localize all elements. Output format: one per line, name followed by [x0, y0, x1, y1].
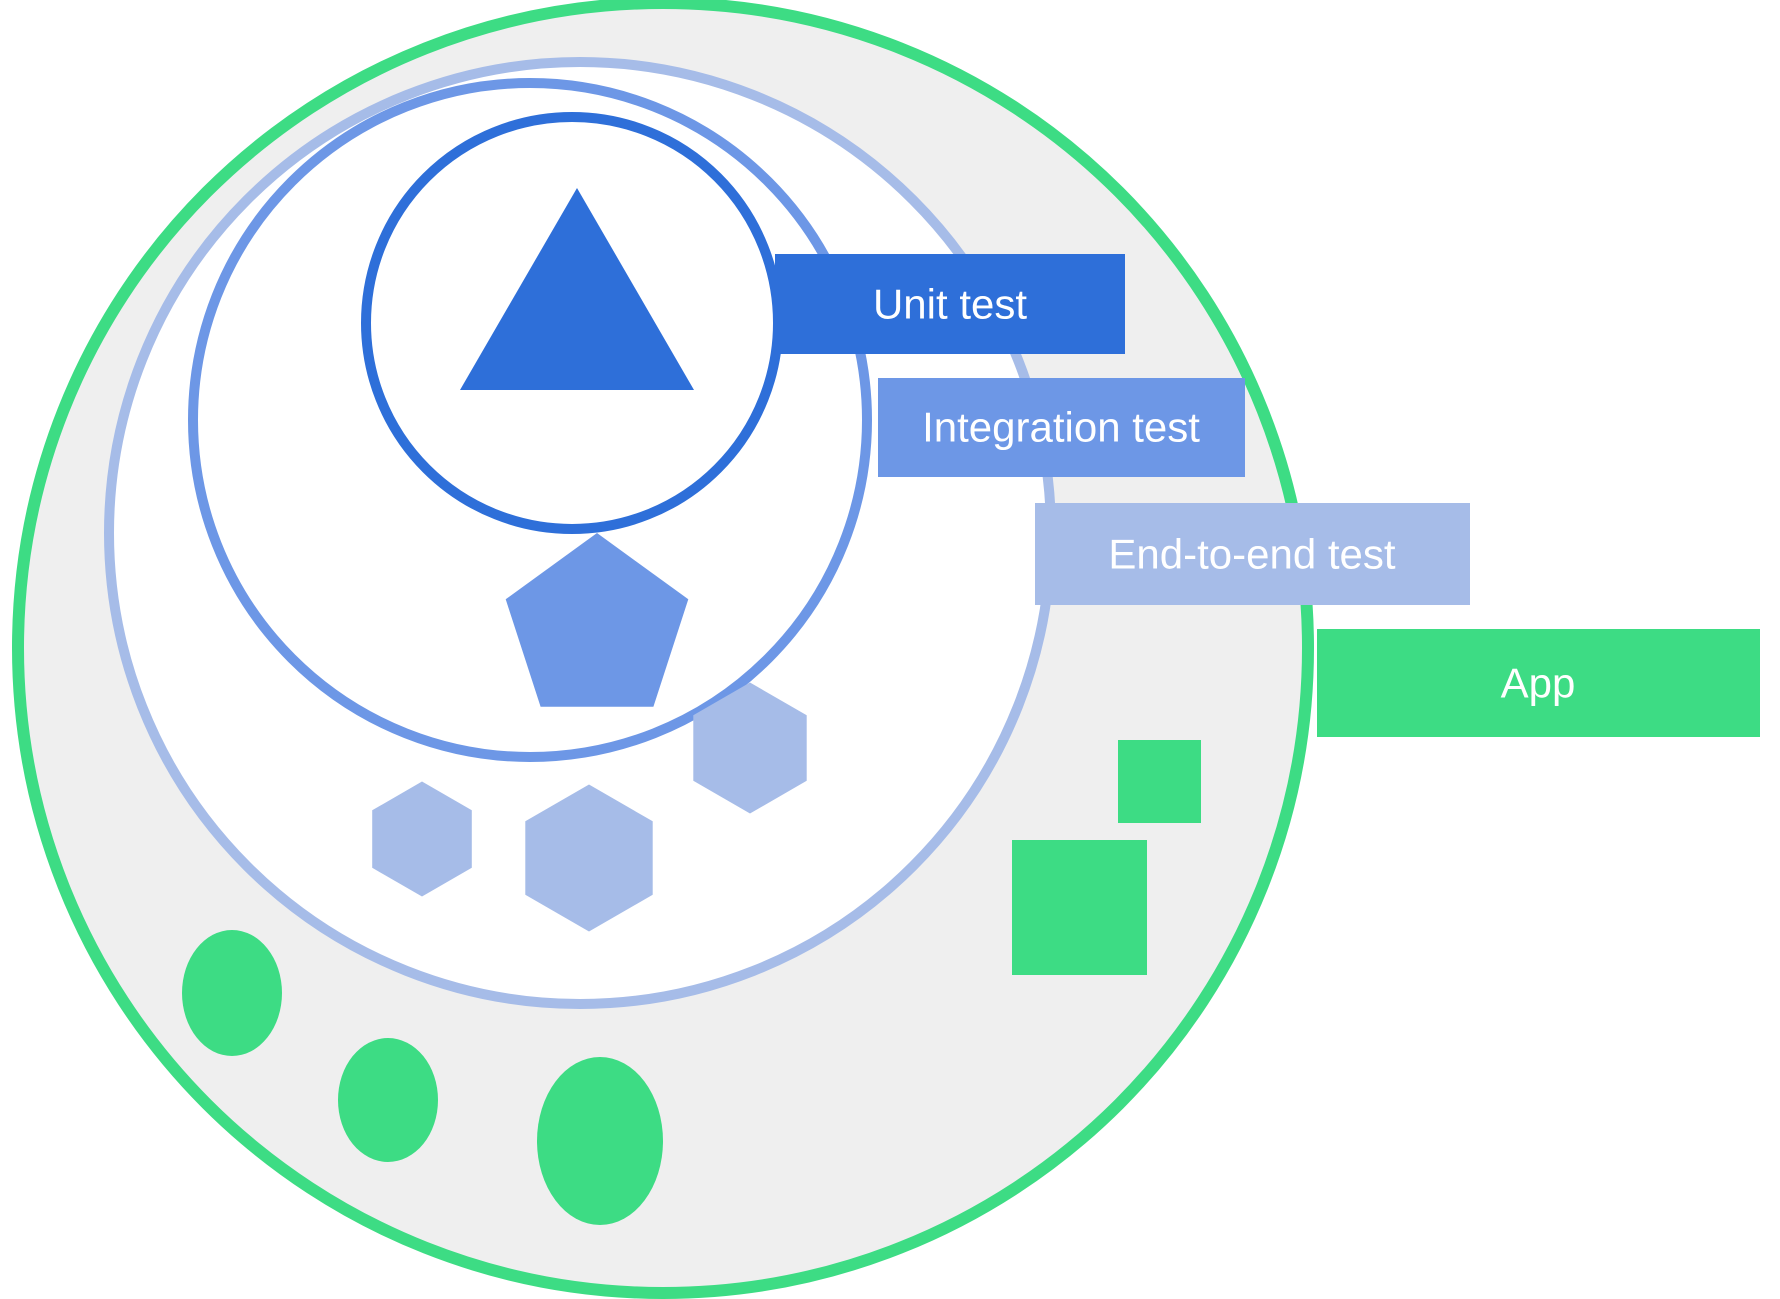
end-to-end-test-bar-rect — [1035, 503, 1470, 605]
end-to-end-test-label-bar: End-to-end test — [1035, 503, 1470, 605]
hexagon-large-shape — [693, 682, 807, 814]
integration-test-bar-rect — [878, 378, 1245, 477]
dot-small-shape — [182, 930, 282, 1056]
square-large-shape — [1012, 840, 1147, 975]
app-bar-label: App — [1501, 660, 1576, 707]
integration-test-label-bar: Integration test — [878, 378, 1245, 477]
triangle-shape — [460, 188, 694, 390]
unit-test-bar-rect — [775, 254, 1125, 354]
app-label-bar: App — [1317, 629, 1760, 737]
square-small-shape — [1118, 740, 1201, 823]
unit-test-label-bar: Unit test — [775, 254, 1125, 354]
dot-medium-shape — [338, 1038, 438, 1162]
hexagon-medium-shape — [525, 784, 653, 932]
pentagon-shape — [505, 533, 689, 707]
unit-test-bar-label: Unit test — [873, 281, 1027, 328]
dot-large-shape — [537, 1057, 663, 1225]
end-to-end-test-bar-label: End-to-end test — [1108, 531, 1396, 578]
app-bar-rect — [1317, 629, 1760, 737]
integration-test-bar-label: Integration test — [922, 404, 1200, 451]
hexagon-small-shape — [372, 781, 472, 897]
